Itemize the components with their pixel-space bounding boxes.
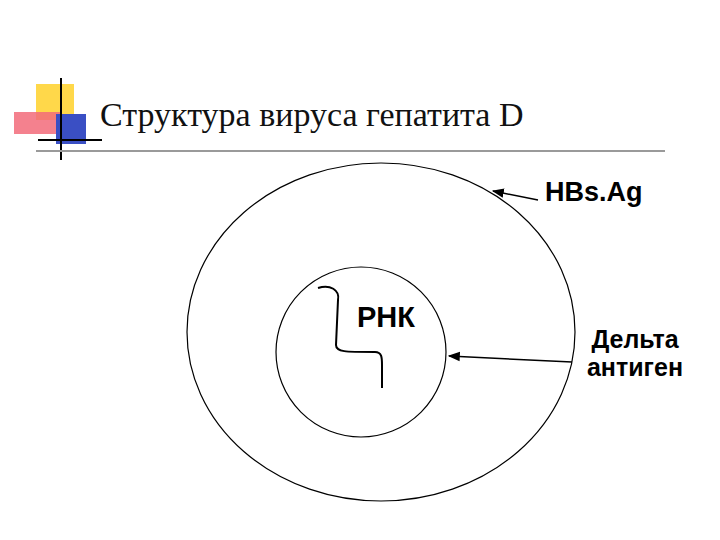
title-rule [36,150,665,152]
virus-core: РНКДельта антиген [275,266,447,438]
leader-arrow [449,356,572,362]
component-label: HBs.Ag [545,178,643,208]
component-label: РНК [357,302,415,334]
component-label: Дельта антиген [576,326,694,381]
title-bullet [14,78,102,160]
slide-title: Структура вируса гепатита D [100,96,524,134]
virus-core-outline [275,266,447,438]
virus-envelope: HBs.AgРНКДельта антиген [186,162,576,502]
